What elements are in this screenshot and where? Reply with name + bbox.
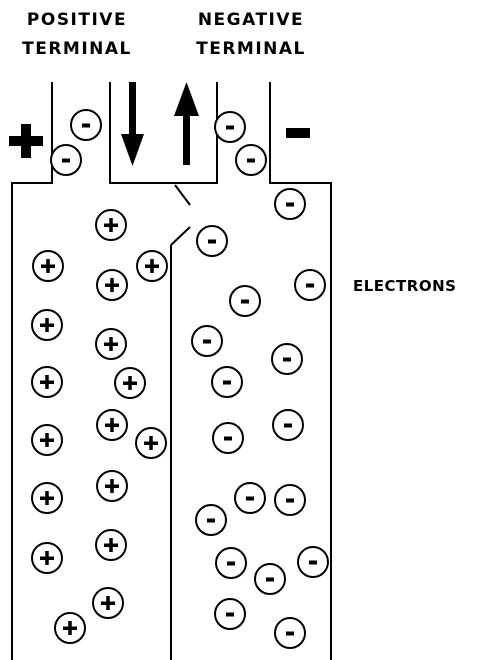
positive-ion <box>32 250 64 282</box>
positive-terminal-label-line1: POSITIVE <box>27 10 127 30</box>
positive-ion <box>95 209 127 241</box>
negative-ion <box>212 422 244 454</box>
negative-ion <box>294 269 326 301</box>
positive-ion <box>31 542 63 574</box>
positive-ion <box>31 482 63 514</box>
negative-ion <box>191 325 223 357</box>
negative-ion <box>254 563 286 595</box>
negative-ion <box>229 285 261 317</box>
positive-ion <box>135 427 167 459</box>
negative-ion <box>211 366 243 398</box>
negative-terminal-label-line2: TERMINAL <box>196 39 306 59</box>
positive-ion <box>31 424 63 456</box>
positive-ion <box>54 612 86 644</box>
negative-ion <box>274 617 306 649</box>
positive-sign-icon <box>9 124 43 158</box>
positive-ion <box>96 409 128 441</box>
positive-ions-group <box>31 209 168 644</box>
negative-ion <box>214 598 246 630</box>
negative-ion <box>215 547 247 579</box>
positive-ion <box>31 366 63 398</box>
switch-upper <box>174 184 191 206</box>
negative-ion <box>195 504 227 536</box>
negative-ion <box>297 546 329 578</box>
positive-ion <box>114 367 146 399</box>
negative-ion <box>50 144 82 176</box>
negative-ion <box>214 111 246 143</box>
inner-wall-positive <box>109 82 218 184</box>
negative-ion <box>274 484 306 516</box>
negative-ion <box>196 225 228 257</box>
positive-ion <box>96 269 128 301</box>
negative-ion <box>274 188 306 220</box>
negative-terminal-label-line1: NEGATIVE <box>198 10 304 30</box>
positive-ion <box>96 470 128 502</box>
negative-ion <box>272 409 304 441</box>
electrons-label: ELECTRONS <box>353 277 456 295</box>
positive-ion <box>31 309 63 341</box>
negative-ion <box>271 343 303 375</box>
positive-ion <box>92 587 124 619</box>
positive-ion <box>95 328 127 360</box>
negative-ion <box>235 144 267 176</box>
positive-terminal-label-line2: TERMINAL <box>22 39 132 59</box>
negative-ion <box>234 482 266 514</box>
switch-lower <box>170 226 191 246</box>
positive-ion <box>136 250 168 282</box>
down-arrow-icon <box>121 82 144 166</box>
positive-ion <box>95 529 127 561</box>
up-arrow-icon <box>174 82 199 165</box>
negative-ion <box>70 109 102 141</box>
negative-terminal-post <box>269 82 332 660</box>
positive-terminal-post <box>11 82 53 660</box>
negative-sign-icon <box>286 128 310 138</box>
negative-ions-group <box>50 109 329 649</box>
